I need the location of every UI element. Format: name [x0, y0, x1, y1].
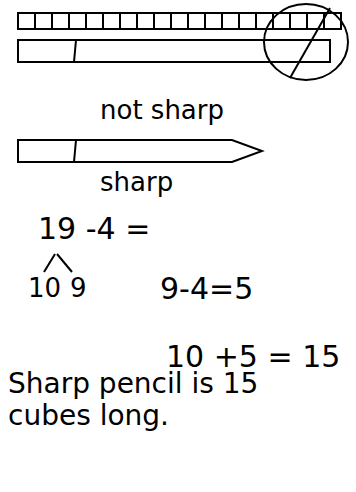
- split-line: [44, 254, 55, 272]
- long-pencil: [18, 40, 330, 62]
- cube-row: [18, 13, 341, 29]
- math-work: 10: [28, 274, 61, 304]
- split-line: [57, 254, 72, 272]
- pencil-caption: sharp: [100, 168, 173, 198]
- short-pencil: [18, 140, 262, 162]
- cube: [171, 13, 188, 29]
- cube: [35, 13, 52, 29]
- math-work: 9: [70, 274, 87, 304]
- pencil-band: [74, 140, 76, 162]
- pencil-caption: not sharp: [100, 96, 224, 126]
- circle-mark: [264, 4, 348, 80]
- cube: [18, 13, 35, 29]
- cube: [120, 13, 137, 29]
- cube: [69, 13, 86, 29]
- cube: [222, 13, 239, 29]
- cube: [290, 13, 307, 29]
- cube: [137, 13, 154, 29]
- math-work: 19 -4 =: [38, 212, 150, 247]
- answer-sentence: Sharp pencil is 15 cubes long.: [8, 368, 308, 432]
- pencil-band: [74, 40, 76, 62]
- cube: [52, 13, 69, 29]
- cube: [239, 13, 256, 29]
- cube: [188, 13, 205, 29]
- math-work: 9-4=5: [160, 272, 253, 307]
- cube: [205, 13, 222, 29]
- cube: [86, 13, 103, 29]
- cube: [154, 13, 171, 29]
- slash-mark: [290, 8, 330, 78]
- cube: [103, 13, 120, 29]
